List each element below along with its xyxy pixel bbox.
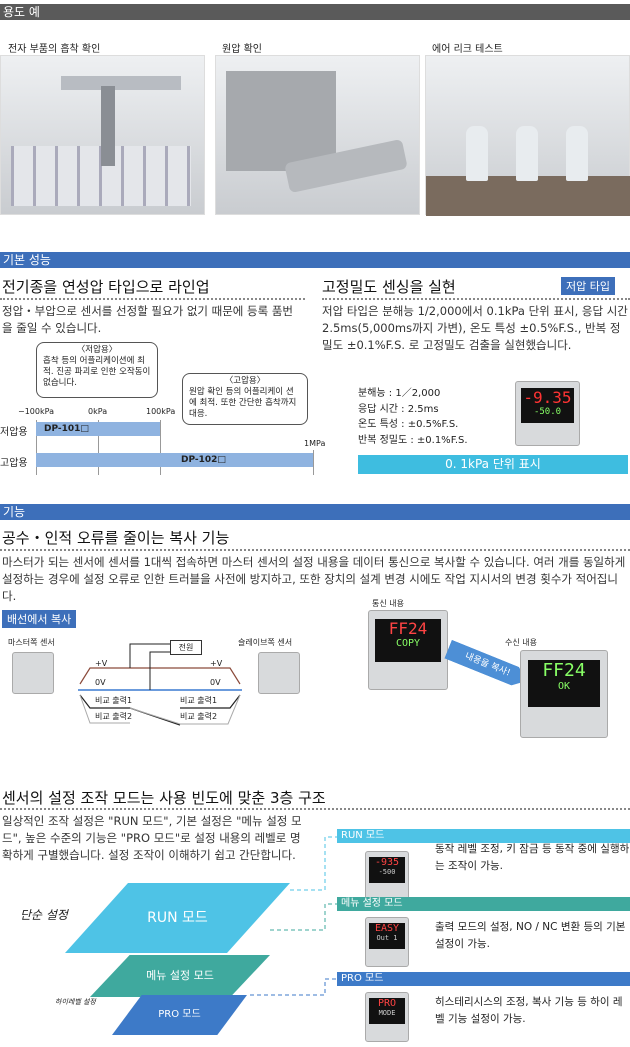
tick-label: 0kPa bbox=[88, 407, 108, 416]
slave-sensor-label: 슬레이브쪽 센서 bbox=[238, 638, 293, 647]
copy-title: 공수・인적 오류를 줄이는 복사 기능 bbox=[2, 529, 230, 547]
lineup-text: 정압・부압으로 센서를 선정할 필요가 없기 때문에 등록 품번을 줄일 수 있… bbox=[2, 304, 294, 335]
plus-v-label: +V bbox=[95, 659, 108, 668]
spec-list: 분해능 : 1／2,000 응답 시간 : 2.5ms 온도 특성 : ±0.5… bbox=[358, 386, 468, 448]
tick-label: 100kPa bbox=[146, 407, 176, 416]
section-header-usage: 용도 예 bbox=[0, 4, 630, 20]
zero-v-label: 0V bbox=[210, 678, 221, 687]
leak-test-illustration bbox=[425, 55, 630, 216]
out1-label: 비교 출력1 bbox=[95, 696, 133, 705]
display-sub: OK bbox=[557, 680, 571, 692]
out2-label: 비교 출력2 bbox=[95, 712, 133, 721]
pick-and-place-illustration bbox=[0, 55, 205, 215]
row-label-low: 저압용 bbox=[0, 427, 28, 438]
callout-low-title: 〈저압용〉 bbox=[76, 345, 118, 355]
modes-text: 일상적인 조작 설정은 "RUN 모드", 기본 설정은 "메뉴 설정 모드",… bbox=[2, 814, 302, 862]
callout-high-text: 원압 확인 등의 어플리케이 션에 최적. 또한 간단한 흡착까지 대응. bbox=[189, 387, 297, 419]
pro-mode-desc: 히스테리시스의 조정, 복사 기능 등 하이 레벨 기능 설정이 가능. bbox=[435, 996, 623, 1025]
display-main: FF24 bbox=[388, 618, 428, 638]
wiring-diagram bbox=[78, 643, 242, 726]
display-main: FF24 bbox=[542, 659, 586, 681]
tick-label: −100kPa bbox=[18, 407, 54, 416]
callout-high-title: 〈고압용〉 bbox=[224, 376, 266, 386]
low-pressure-badge: 저압 타입 bbox=[561, 277, 615, 295]
spec-item: 온도 특성 : ±0.5%F.S. bbox=[358, 419, 459, 430]
plus-v-label: +V bbox=[210, 659, 223, 668]
callout-low-text: 흡착 등의 어플리케이션에 최적. 진공 파괴로 인한 오작동이 없습니다. bbox=[43, 356, 151, 388]
send-label: 통신 내용 bbox=[372, 599, 404, 608]
receive-label: 수신 내용 bbox=[505, 638, 537, 647]
modes-title: 센서의 설정 조작 모드는 사용 빈도에 맞춘 3층 구조 bbox=[2, 789, 326, 807]
display-main: PRO bbox=[377, 997, 397, 1009]
precision-text: 저압 타입은 분해능 1/2,000에서 0.1kPa 단위 표시, 응답 시간… bbox=[322, 304, 628, 352]
row-label-high: 고압용 bbox=[0, 458, 28, 469]
out2-label: 비교 출력2 bbox=[180, 712, 218, 721]
pro-mode-header: PRO 모드 bbox=[337, 972, 630, 986]
precision-title: 고정밀도 센싱을 실현 bbox=[322, 278, 456, 296]
zero-v-label: 0V bbox=[95, 678, 106, 687]
spec-item: 반복 정밀도 : ±0.1%F.S. bbox=[358, 434, 468, 446]
display-sub: MODE bbox=[378, 1008, 396, 1017]
callout-low-pressure: 〈저압용〉 흡착 등의 어플리케이션에 최적. 진공 파괴로 인한 오작동이 없… bbox=[36, 342, 158, 398]
lineup-title: 전기종을 연성압 타입으로 라인업 bbox=[2, 278, 210, 296]
display-sub: Out 1 bbox=[376, 933, 398, 942]
master-sensor bbox=[12, 652, 54, 694]
display-sub: -500 bbox=[378, 867, 396, 876]
wiring-copy-badge: 배선에서 복사 bbox=[2, 610, 77, 628]
tick-label: 1MPa bbox=[304, 439, 326, 448]
slave-sensor bbox=[258, 652, 300, 694]
run-mode-desc: 동작 레벨 조정, 키 잠금 등 동작 중에 실행하는 조작이 가능. bbox=[435, 843, 630, 872]
run-mode-display: -935-500 bbox=[365, 851, 409, 901]
usage-caption-3: 에어 리크 테스트 bbox=[432, 44, 503, 55]
sensor-display: -9.35-50.0 bbox=[515, 381, 580, 446]
range-bar-high: DP-102□ bbox=[36, 453, 313, 467]
display-main: -935 bbox=[374, 856, 400, 868]
out1-label: 비교 출력1 bbox=[180, 696, 218, 705]
section-header-function: 기능 bbox=[0, 504, 630, 520]
mode-connector-lines bbox=[250, 836, 337, 996]
spec-item: 분해능 : 1／2,000 bbox=[358, 388, 441, 399]
simple-setting-label: 단순 설정 bbox=[20, 908, 68, 922]
callout-high-pressure: 〈고압용〉 원압 확인 등의 어플리케이 션에 최적. 또한 간단한 흡착까지 … bbox=[182, 373, 308, 425]
usage-caption-2: 원압 확인 bbox=[222, 44, 262, 55]
master-sensor-label: 마스터쪽 센서 bbox=[8, 638, 55, 647]
unit-banner: 0. 1kPa 단위 표시 bbox=[358, 455, 628, 474]
range-bar-low: DP-101□ bbox=[36, 422, 160, 436]
menu-mode-header: 메뉴 설정 모드 bbox=[337, 897, 630, 911]
display-main: EASY bbox=[374, 922, 400, 934]
display-sub: -50.0 bbox=[533, 407, 562, 418]
pro-mode-layer: PRO 모드 bbox=[112, 995, 247, 1035]
menu-mode-desc: 출력 모드의 설정, NO / NC 변환 등의 기본 설정이 가능. bbox=[435, 921, 626, 950]
run-mode-header: RUN 모드 bbox=[337, 829, 630, 843]
cylinder-illustration bbox=[215, 55, 420, 215]
copy-text: 마스터가 되는 센서에 센서를 1대씩 접속하면 마스터 센서의 설정 내용을 … bbox=[2, 555, 626, 603]
usage-caption-1: 전자 부품의 흡착 확인 bbox=[8, 44, 101, 55]
high-level-label: 하이레벨 설정 bbox=[55, 998, 96, 1006]
power-box: 전원 bbox=[170, 640, 202, 655]
display-main: -9.35 bbox=[523, 388, 572, 408]
spec-item: 응답 시간 : 2.5ms bbox=[358, 403, 439, 415]
section-header-basic: 기본 성능 bbox=[0, 252, 630, 268]
display-sub: COPY bbox=[395, 637, 421, 649]
